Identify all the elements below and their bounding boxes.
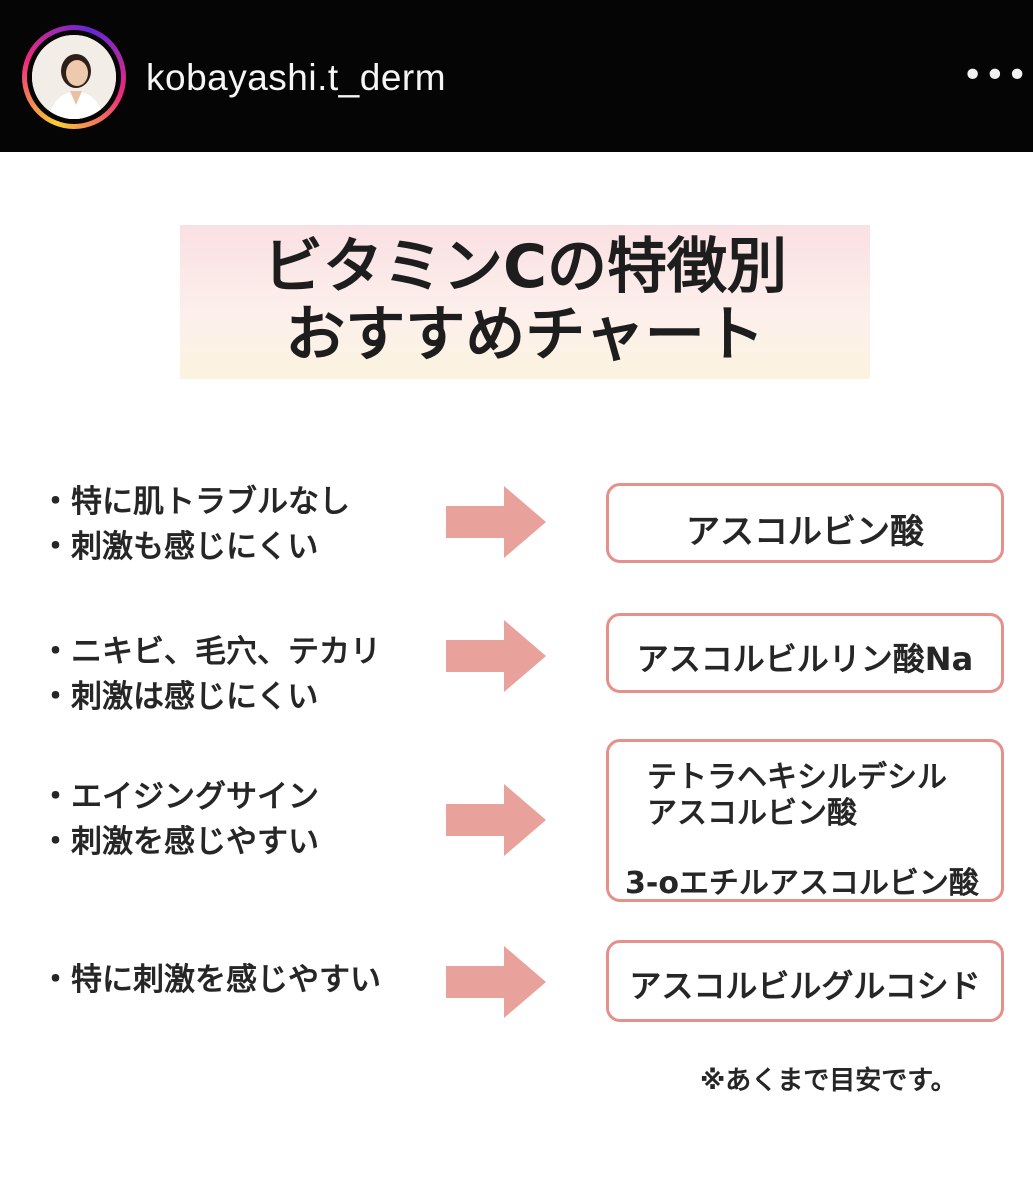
condition-item: ・ニキビ、毛穴、テカリ xyxy=(40,630,381,675)
condition-item: ・エイジングサイン xyxy=(40,775,319,820)
result-label: 3-oエチルアスコルビン酸 xyxy=(625,858,979,902)
right-arrow-icon xyxy=(446,784,546,856)
condition-item: ・特に肌トラブルなし xyxy=(40,480,350,525)
condition-group-3: ・エイジングサイン ・刺激を感じやすい xyxy=(40,775,319,865)
result-label: アスコルビン酸 xyxy=(609,504,1001,553)
right-arrow-icon xyxy=(446,486,546,558)
title-line-2: おすすめチャート xyxy=(180,301,870,369)
result-box-2: アスコルビルリン酸Na xyxy=(606,613,1004,693)
result-label: アスコルビルグルコシド xyxy=(609,961,1001,1007)
result-label: アスコルビルリン酸Na xyxy=(609,634,1001,680)
result-box-4: アスコルビルグルコシド xyxy=(606,940,1004,1022)
avatar-portrait-image xyxy=(32,35,116,119)
disclaimer-note: ※あくまで目安です。 xyxy=(700,1060,957,1097)
result-box-3: テトラヘキシルデシル アスコルビン酸 3-oエチルアスコルビン酸 xyxy=(606,739,1004,902)
story-ring[interactable] xyxy=(22,25,126,129)
right-arrow-icon xyxy=(446,946,546,1018)
post-header: kobayashi.t_derm ••• xyxy=(0,0,1033,152)
result-box-1: アスコルビン酸 xyxy=(606,483,1004,563)
condition-group-2: ・ニキビ、毛穴、テカリ ・刺激は感じにくい xyxy=(40,630,381,720)
condition-group-4: ・特に刺激を感じやすい xyxy=(40,958,381,1003)
condition-item: ・刺激は感じにくい xyxy=(40,675,381,720)
page-title: ビタミンCの特徴別 おすすめチャート xyxy=(180,233,870,369)
condition-group-1: ・特に肌トラブルなし ・刺激も感じにくい xyxy=(40,480,350,570)
avatar[interactable] xyxy=(32,35,116,119)
right-arrow-icon xyxy=(446,620,546,692)
chart-title-box: ビタミンCの特徴別 おすすめチャート xyxy=(180,225,870,379)
title-line-1: ビタミンCの特徴別 xyxy=(180,233,870,301)
username-link[interactable]: kobayashi.t_derm xyxy=(146,56,446,100)
more-options-icon[interactable]: ••• xyxy=(962,56,1012,96)
condition-item: ・刺激も感じにくい xyxy=(40,525,350,570)
condition-item: ・特に刺激を感じやすい xyxy=(40,958,381,1003)
condition-item: ・刺激を感じやすい xyxy=(40,820,319,865)
result-label: アスコルビン酸 xyxy=(647,788,857,832)
